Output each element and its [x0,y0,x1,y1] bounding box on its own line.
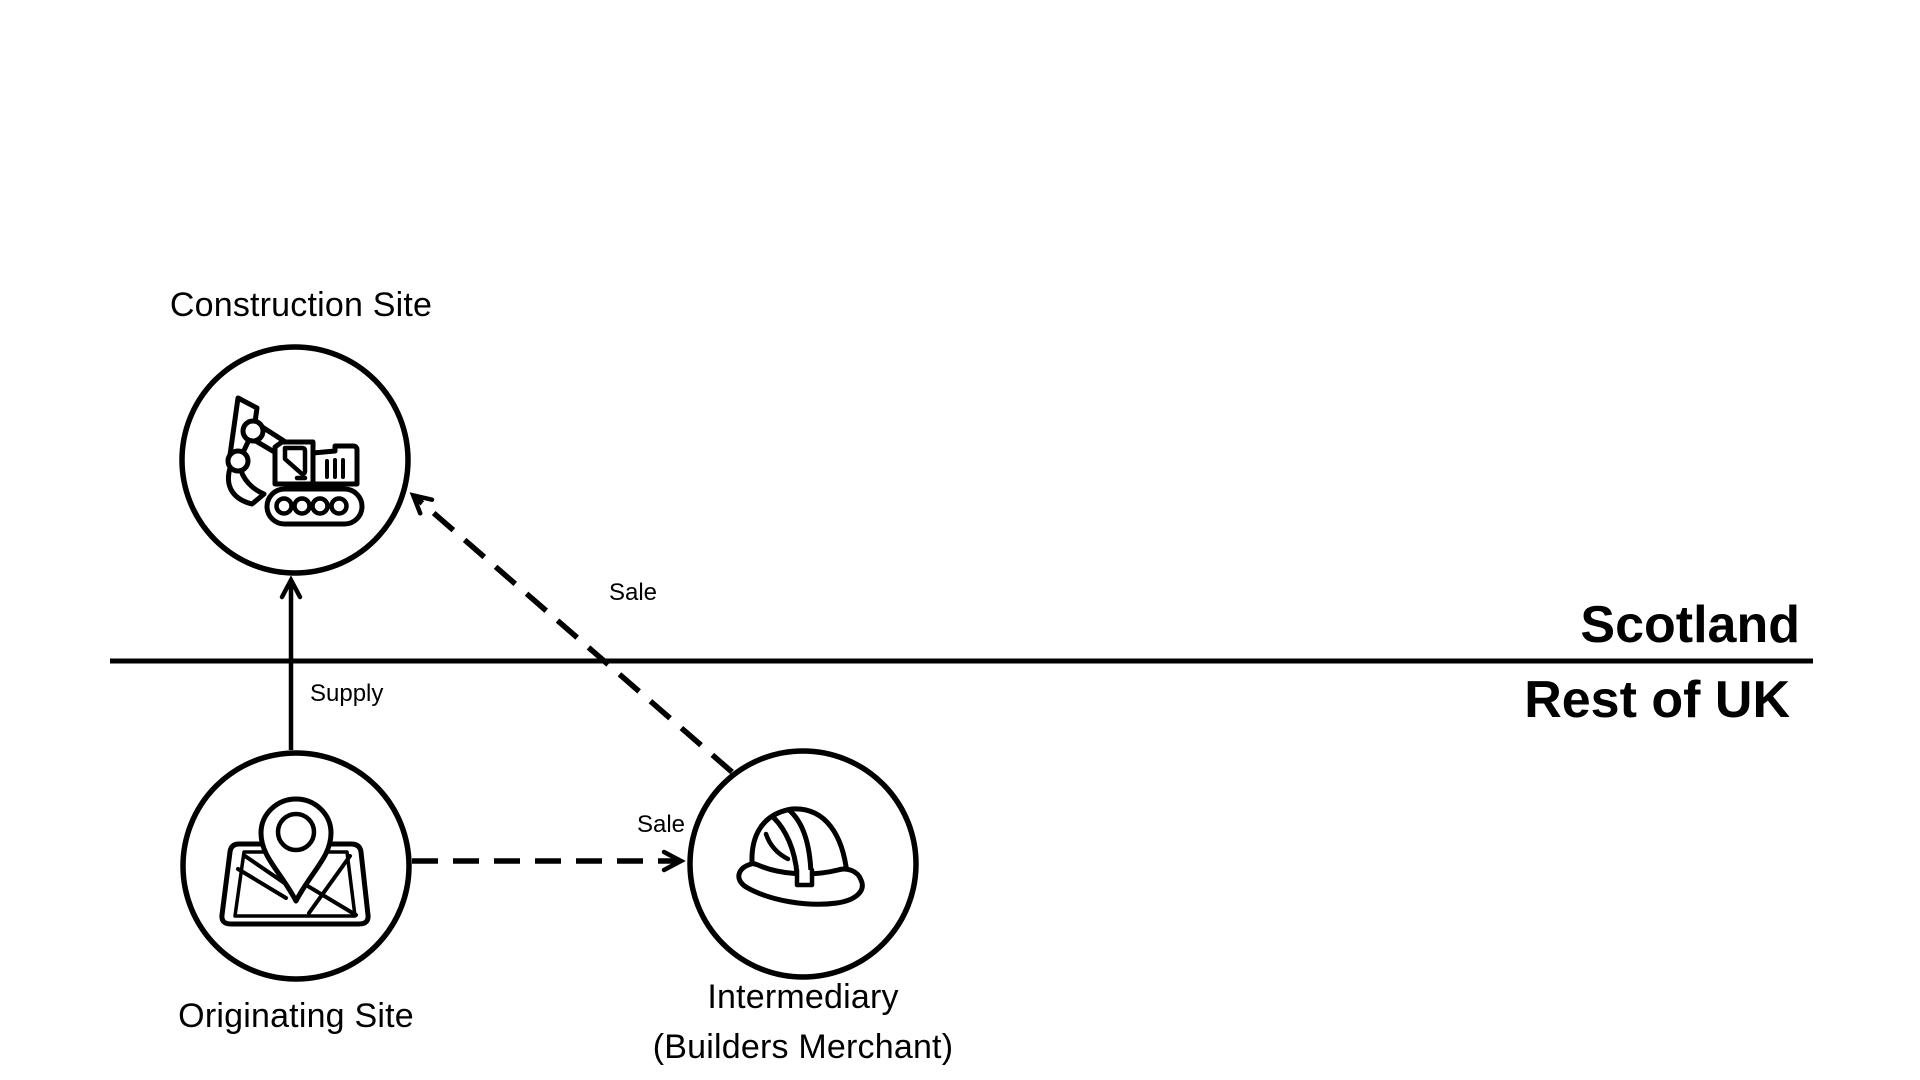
region-label-scotland: Scotland [1580,596,1800,654]
intermediary-label-line2: (Builders Merchant) [652,1028,954,1066]
hard-hat-icon [736,806,865,907]
intermediary-label-line1: Intermediary [707,978,899,1016]
region-label-rest-of-uk: Rest of UK [1524,671,1790,729]
sale-arrow-intermediary-to-construction [409,492,734,775]
excavator-icon [225,395,365,527]
supply-edge-label: Supply [310,680,384,707]
intermediary-label: Intermediary (Builders Merchant) [603,972,1003,1072]
construction-site-label: Construction Site [169,286,433,324]
originating-site-label: Originating Site [178,997,414,1035]
sale-edge-label-lower: Sale [636,811,686,838]
sale-edge-label-upper: Sale [608,579,658,606]
map-location-pin-icon [219,796,371,927]
